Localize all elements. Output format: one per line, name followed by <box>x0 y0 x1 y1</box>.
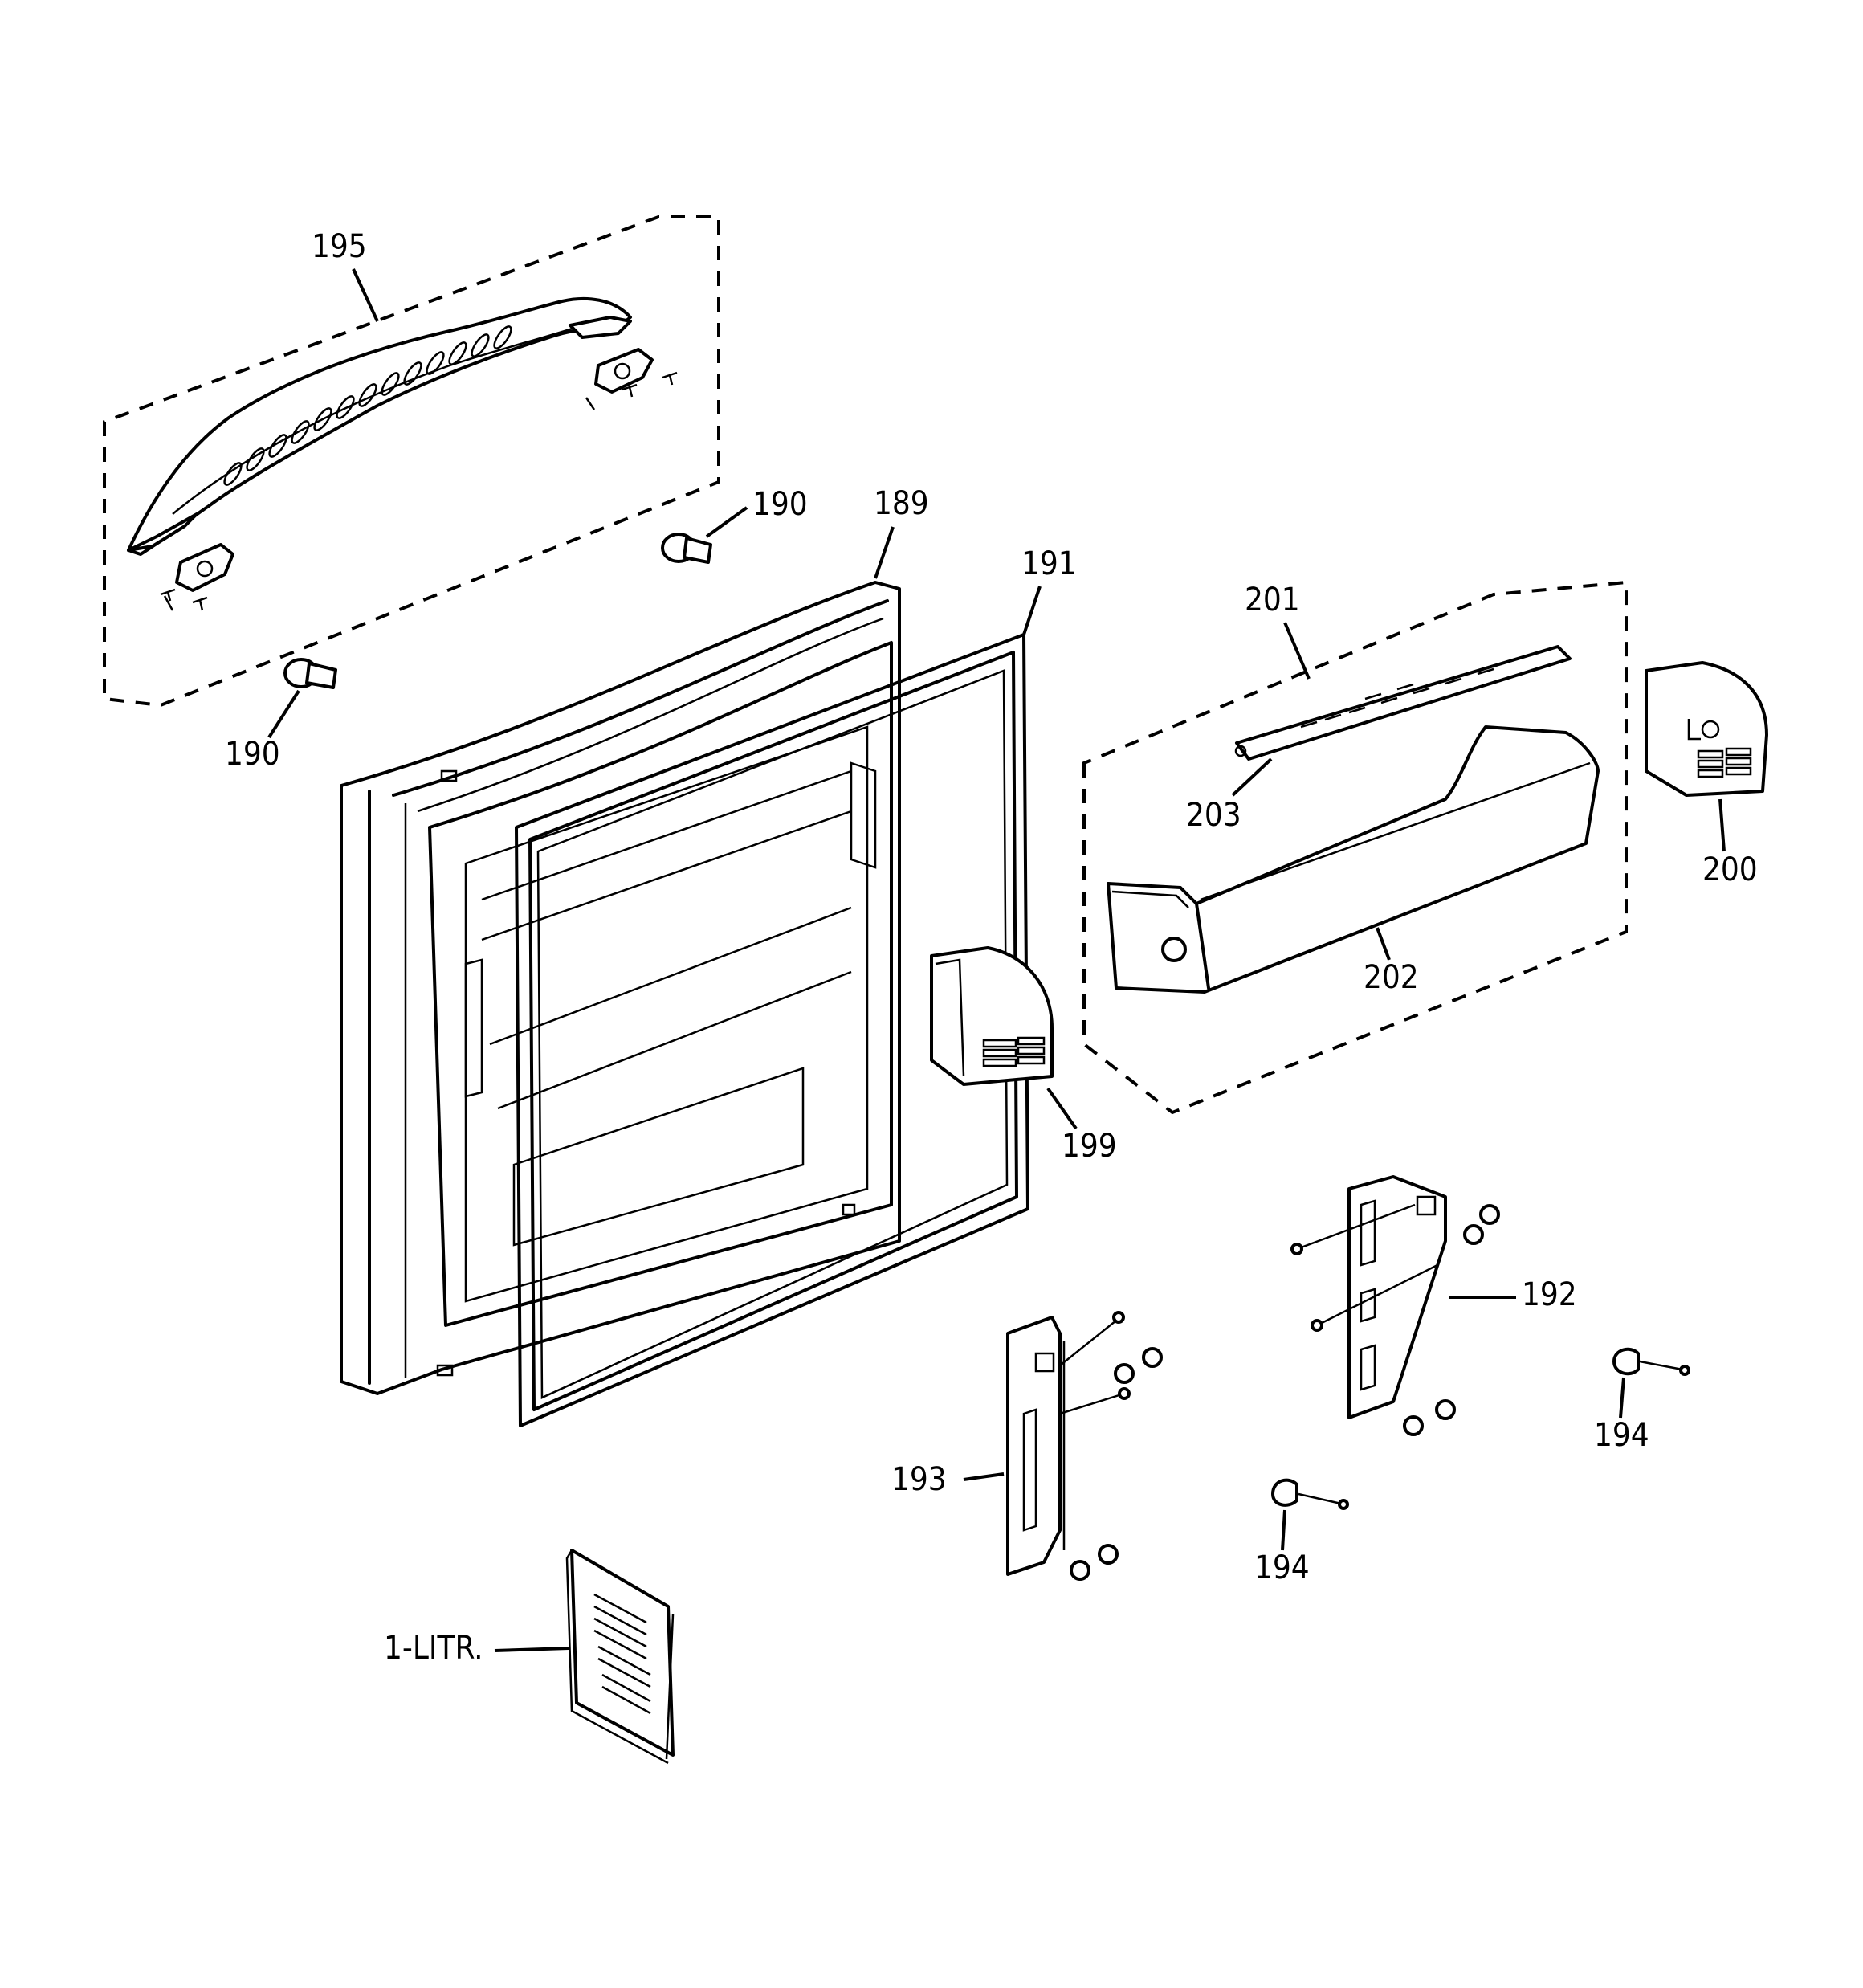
leader-191 <box>1022 586 1042 635</box>
bin-end-cap-199 <box>930 946 1054 1086</box>
leader-189 <box>874 526 895 579</box>
hinge-bracket-192 <box>1347 1175 1447 1419</box>
door-gasket <box>515 633 1029 1427</box>
label-200: 200 <box>1702 851 1758 888</box>
label-190-lower: 190 <box>225 736 280 773</box>
label-194-left: 194 <box>1254 1549 1310 1586</box>
label-199: 199 <box>1062 1128 1117 1165</box>
hinge-cap-left <box>1271 1478 1349 1510</box>
label-203: 203 <box>1186 797 1241 834</box>
door-bin-202 <box>1107 725 1600 994</box>
label-193: 193 <box>891 1461 947 1498</box>
leader-190-upper <box>705 506 748 538</box>
bin-end-cap-200 <box>1645 661 1768 797</box>
leader-195 <box>352 268 379 322</box>
label-202: 202 <box>1364 959 1419 996</box>
label-1-litr: 1-LITR. <box>384 1630 483 1667</box>
hinge-cap-right <box>1612 1347 1690 1376</box>
handle-screws <box>160 371 678 611</box>
door-assembly <box>340 581 901 1395</box>
handle-mount-left <box>175 543 234 592</box>
leader-200 <box>1718 798 1726 852</box>
label-192: 192 <box>1522 1276 1577 1313</box>
hinge-pin-lower <box>283 658 337 689</box>
door-inner-liner <box>428 641 893 1327</box>
leader-194-left <box>1281 1509 1286 1551</box>
door-bin-kit <box>1082 580 1628 1115</box>
leader-190-lower <box>267 689 300 739</box>
handle-kit <box>103 215 720 708</box>
bracket-192-screws <box>1290 1203 1500 1436</box>
leader-1-litr <box>494 1647 569 1652</box>
handle-grip-ribs <box>223 325 512 486</box>
label-201: 201 <box>1245 582 1300 618</box>
leader-202 <box>1376 927 1391 961</box>
handle-mount-right <box>594 348 654 394</box>
hinge-pin-upper <box>661 533 712 564</box>
leader-201 <box>1283 622 1311 680</box>
label-191: 191 <box>1021 545 1077 582</box>
literature-booklet <box>565 1549 675 1765</box>
label-194-right: 194 <box>1594 1417 1649 1454</box>
label-190-upper: 190 <box>752 486 808 523</box>
handle-kit-dashed-boundary <box>103 215 720 708</box>
leader-199 <box>1046 1087 1078 1130</box>
bin-kit-dashed-boundary <box>1082 580 1628 1115</box>
bracket-193-screws <box>1059 1311 1163 1581</box>
lg-logo <box>1687 719 1720 741</box>
leader-193 <box>963 1472 1005 1481</box>
leader-194-right <box>1619 1377 1625 1419</box>
door-handle <box>127 296 632 556</box>
label-189: 189 <box>874 485 929 522</box>
hinge-bracket-193 <box>1006 1316 1066 1576</box>
label-195: 195 <box>312 228 367 265</box>
door-outer-panel <box>340 581 901 1395</box>
leader-203 <box>1231 757 1273 797</box>
